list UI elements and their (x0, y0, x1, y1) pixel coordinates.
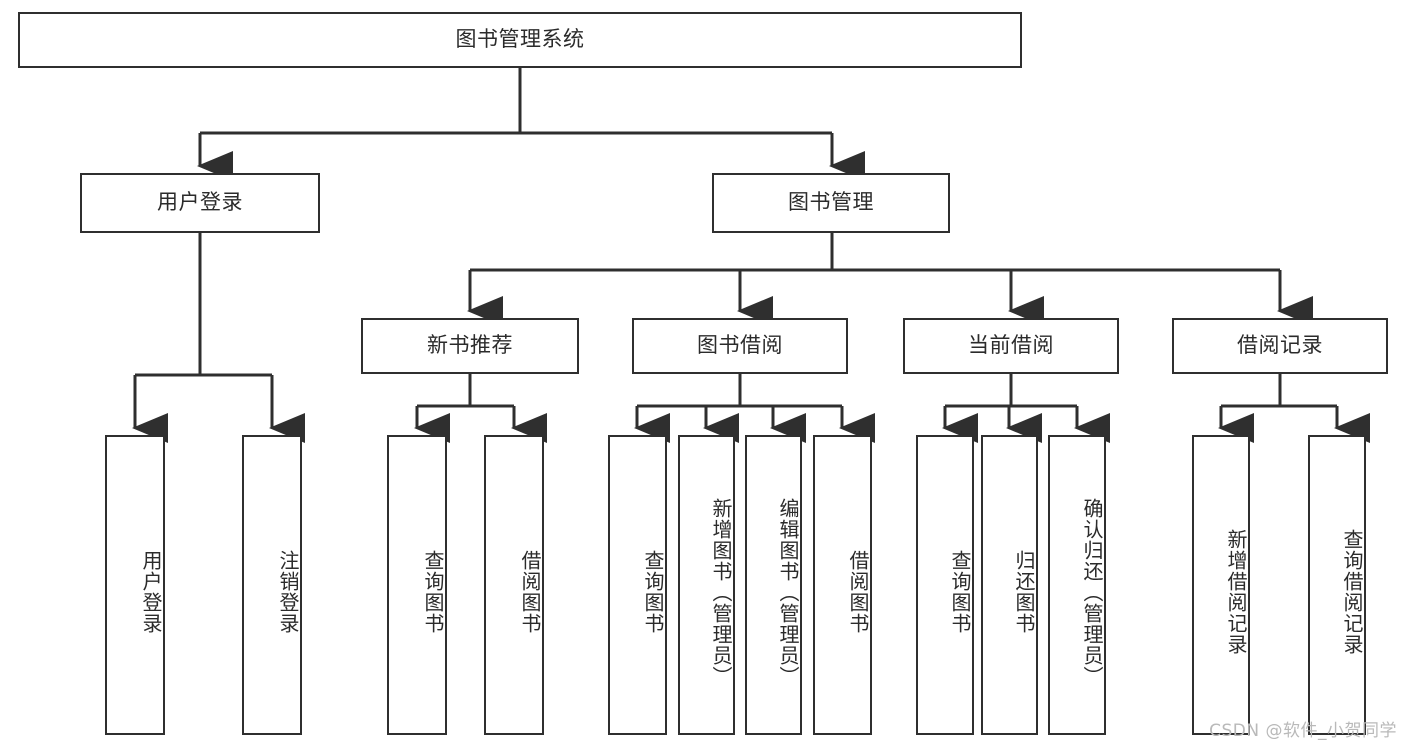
node-label: 借阅图书 (846, 550, 870, 634)
node-label: 图书管理系统 (455, 27, 585, 52)
leaf-lend-book[interactable]: 借阅图书 (813, 435, 872, 735)
node-borrow-records[interactable]: 借阅记录 (1172, 318, 1388, 374)
node-label: 查询图书 (641, 550, 665, 634)
node-label: 新增借阅记录 (1224, 529, 1248, 655)
node-label: 查询图书 (948, 550, 972, 634)
node-label: 借阅图书 (518, 550, 542, 634)
node-label: 图书借阅 (697, 333, 783, 358)
node-label: 新增图书（管理员） (709, 497, 733, 687)
node-label: 用户登录 (157, 190, 243, 215)
leaf-confirm-return-admin[interactable]: 确认归还（管理员） (1048, 435, 1106, 735)
node-label: 归还图书 (1012, 550, 1036, 634)
leaf-user-login[interactable]: 用户登录 (105, 435, 165, 735)
node-root-system[interactable]: 图书管理系统 (18, 12, 1022, 68)
node-label: 图书管理 (788, 190, 874, 215)
node-label: 用户登录 (139, 550, 163, 634)
node-book-management[interactable]: 图书管理 (712, 173, 950, 233)
leaf-logout[interactable]: 注销登录 (242, 435, 302, 735)
leaf-query-book-current[interactable]: 查询图书 (916, 435, 974, 735)
leaf-query-borrow-record[interactable]: 查询借阅记录 (1308, 435, 1366, 735)
node-label: 查询图书 (421, 550, 445, 634)
node-label: 借阅记录 (1237, 333, 1323, 358)
node-current-borrow[interactable]: 当前借阅 (903, 318, 1119, 374)
node-label: 编辑图书（管理员） (776, 497, 800, 687)
node-user-login[interactable]: 用户登录 (80, 173, 320, 233)
leaf-add-borrow-record[interactable]: 新增借阅记录 (1192, 435, 1250, 735)
leaf-edit-book-admin[interactable]: 编辑图书（管理员） (745, 435, 802, 735)
leaf-borrow-book-recommend[interactable]: 借阅图书 (484, 435, 544, 735)
leaf-query-book-recommend[interactable]: 查询图书 (387, 435, 447, 735)
node-book-borrow[interactable]: 图书借阅 (632, 318, 848, 374)
node-label: 查询借阅记录 (1340, 529, 1364, 655)
leaf-add-book-admin[interactable]: 新增图书（管理员） (678, 435, 735, 735)
node-label: 注销登录 (276, 550, 300, 634)
node-label: 确认归还（管理员） (1080, 497, 1104, 687)
leaf-query-book-borrow[interactable]: 查询图书 (608, 435, 667, 735)
leaf-return-book[interactable]: 归还图书 (981, 435, 1038, 735)
node-label: 当前借阅 (968, 333, 1054, 358)
node-label: 新书推荐 (427, 333, 513, 358)
node-new-book-recommend[interactable]: 新书推荐 (361, 318, 579, 374)
